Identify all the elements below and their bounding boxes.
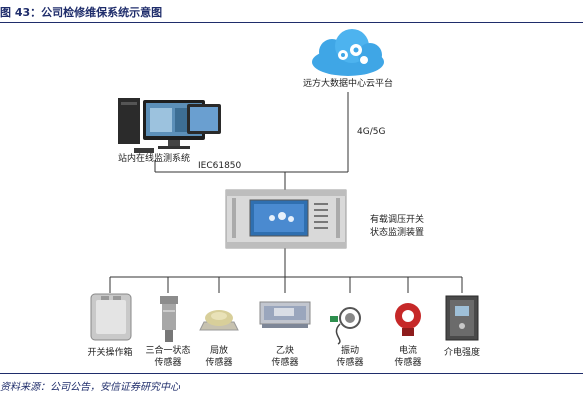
connection-lines [109,92,463,293]
sensor-label: 乙炔 [275,346,294,356]
sensor-label: 局放 [209,346,228,356]
workstation-icon [118,98,221,153]
footer-divider [0,373,583,374]
switch-box-icon [90,293,132,341]
monitoring-device-icon [225,189,347,249]
partial-discharge-sensor-icon [199,310,239,331]
sensor-label: 开关操作箱 [87,348,133,358]
sensor-label: 传感器 [271,358,299,368]
monitor-system-label: 站内在线监测系统 [118,154,191,164]
link-iec-label: IEC61850 [198,161,242,171]
cloud-platform-label: 远方大数据中心云平台 [303,79,394,89]
sensor-label: 传感器 [154,358,182,368]
figure-header: 图 43：公司检修维保系统示意图 [0,0,583,23]
device-label-line2: 状态监测装置 [370,228,425,238]
figure-title: 图 43：公司检修维保系统示意图 [0,6,163,19]
sensor-label: 振动 [340,346,359,356]
device-label-line1: 有载调压开关 [370,215,425,225]
three-in-one-sensor-icon [160,296,178,342]
cloud-icon [312,29,384,76]
sensor-label: 介电强度 [443,348,480,358]
acetylene-sensor-icon [259,301,311,328]
sensor-label: 传感器 [336,358,364,368]
source-note: 资料来源：公司公告，安信证券研究中心 [0,382,180,393]
link-4g-label: 4G/5G [357,127,386,137]
sensor-label: 传感器 [394,358,422,368]
current-sensor-icon [395,303,421,336]
vibration-sensor-icon [330,307,361,345]
sensor-label: 三合一状态 [145,346,191,356]
sensor-label: 电流 [398,346,417,356]
sensor-label: 传感器 [205,358,233,368]
dielectric-strength-sensor-icon [445,295,479,341]
